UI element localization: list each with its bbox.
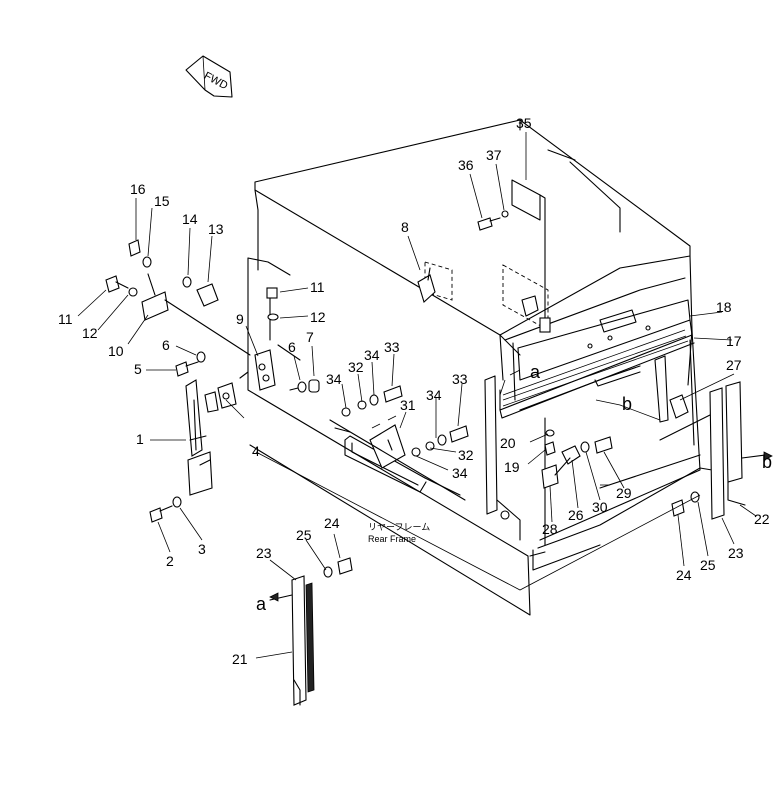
callout-35: 35 xyxy=(516,115,532,131)
callout-14: 14 xyxy=(182,211,198,227)
hinge-9 xyxy=(239,287,301,391)
callout-5: 5 xyxy=(134,361,142,377)
callout-23-right: 23 xyxy=(728,545,744,561)
callout-27: 27 xyxy=(726,357,742,373)
callout-33-lower: 33 xyxy=(452,371,468,387)
callout-32-lower: 32 xyxy=(458,447,474,463)
callout-21: 21 xyxy=(232,651,248,667)
callout-25-right: 25 xyxy=(700,557,716,573)
bracket-10 xyxy=(105,239,251,356)
callout-12-center: 12 xyxy=(310,309,326,325)
cab-body xyxy=(247,119,721,616)
callout-20: 20 xyxy=(500,435,516,451)
callout-16: 16 xyxy=(130,181,146,197)
callout-12-left: 12 xyxy=(82,325,98,341)
callout-19: 19 xyxy=(504,459,520,475)
callout-13: 13 xyxy=(208,221,224,237)
guide-lines xyxy=(499,369,661,486)
callout-24-right: 24 xyxy=(676,567,692,583)
callout-11-left: 11 xyxy=(58,311,73,327)
callout-29: 29 xyxy=(616,485,632,501)
callout-33-upper: 33 xyxy=(384,339,400,355)
reference-marks: a a b b xyxy=(256,362,772,614)
rear-frame-label-en: Rear Frame xyxy=(368,534,416,544)
stay-assembly xyxy=(185,379,237,496)
callout-6-left: 6 xyxy=(162,337,170,353)
callout-10: 10 xyxy=(108,343,124,359)
callout-8: 8 xyxy=(401,219,409,235)
left-strip xyxy=(269,557,353,706)
leader-lines xyxy=(77,132,757,659)
callout-25-left: 25 xyxy=(296,527,312,543)
callout-31: 31 xyxy=(400,397,416,413)
callout-37: 37 xyxy=(486,147,502,163)
callout-24-left: 24 xyxy=(324,515,340,531)
callout-9: 9 xyxy=(236,311,244,327)
callout-30: 30 xyxy=(592,499,608,515)
ref-a-strip: a xyxy=(256,594,267,614)
fwd-arrow-icon: FWD xyxy=(185,55,233,98)
callout-4: 4 xyxy=(252,443,260,459)
callout-34-upper: 34 xyxy=(364,347,380,363)
callout-2: 2 xyxy=(166,553,174,569)
callout-34-bottom: 34 xyxy=(452,465,468,481)
latch-8 xyxy=(417,261,453,303)
ref-b-channel: b xyxy=(762,452,772,472)
callout-6-center: 6 xyxy=(288,339,296,355)
callout-28: 28 xyxy=(542,521,558,537)
nut-washer-6-7 xyxy=(289,379,320,393)
callout-3: 3 xyxy=(198,541,206,557)
callout-34-lower: 34 xyxy=(426,387,442,403)
latch-parts-right xyxy=(484,375,613,541)
grab-handle-31 xyxy=(329,385,469,501)
callout-34-left: 34 xyxy=(326,371,342,387)
bolt-5 xyxy=(175,351,206,377)
callout-23-left: 23 xyxy=(256,545,272,561)
callout-7: 7 xyxy=(306,329,314,345)
callout-17: 17 xyxy=(726,333,742,349)
bolt-2-washer-3 xyxy=(149,496,182,523)
callout-26: 26 xyxy=(568,507,584,523)
ref-b-rail: b xyxy=(622,394,632,414)
callout-22: 22 xyxy=(754,511,770,527)
callout-15: 15 xyxy=(154,193,170,209)
rail-assembly xyxy=(499,299,695,446)
callout-11-center: 11 xyxy=(310,279,325,295)
right-channel xyxy=(669,381,773,520)
bracket-35 xyxy=(477,179,551,333)
callout-1: 1 xyxy=(136,431,144,447)
rear-frame-label-jp: リヤーフレーム xyxy=(368,522,430,532)
fwd-label: FWD xyxy=(202,70,230,92)
callout-36: 36 xyxy=(458,157,474,173)
ref-a-rail: a xyxy=(530,362,541,382)
callout-numbers: 16 15 14 13 11 12 10 11 12 9 6 5 6 7 1 4… xyxy=(58,115,770,667)
callout-32-upper: 32 xyxy=(348,359,364,375)
callout-18: 18 xyxy=(716,299,732,315)
